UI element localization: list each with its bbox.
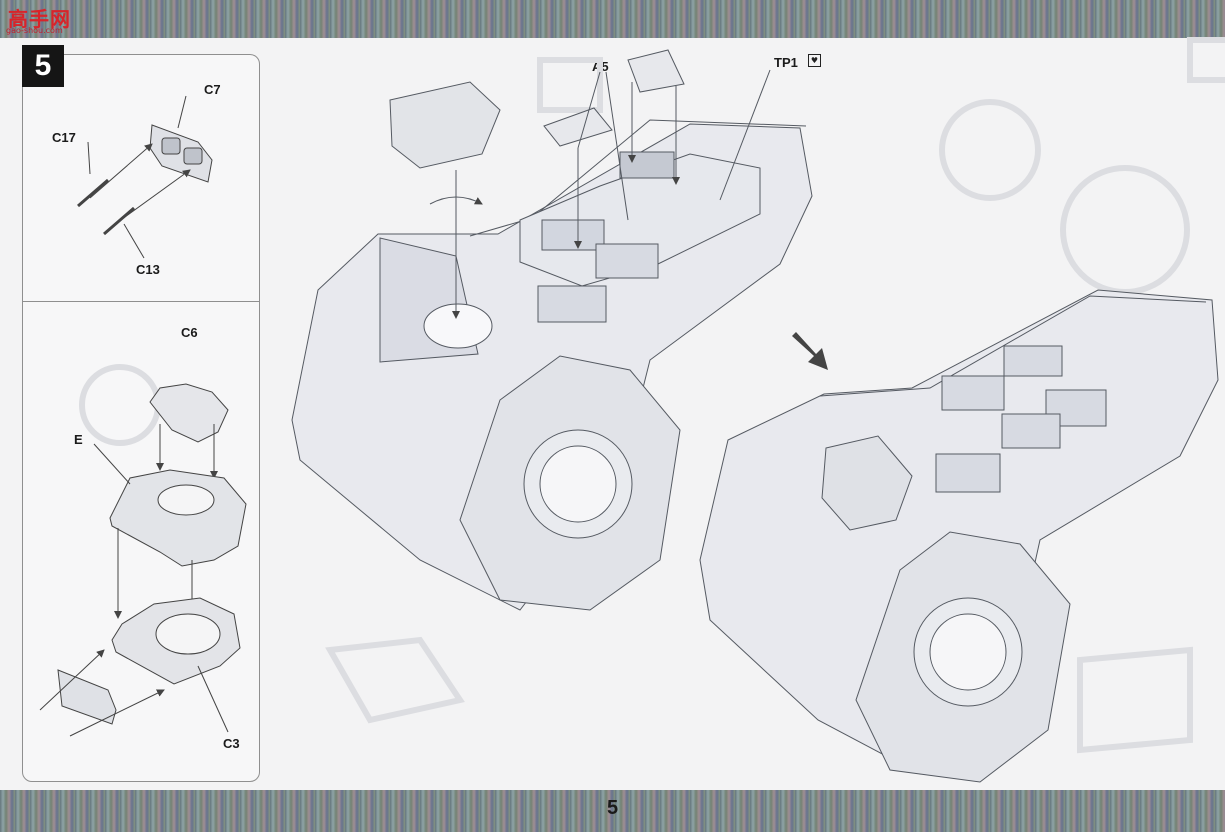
barrel-c7-c17-assembly — [77, 95, 213, 259]
callout-c17: C17 — [52, 130, 76, 145]
callout-c6: C6 — [181, 325, 198, 340]
top-color-band — [0, 0, 1225, 38]
photo-etch-icon: ♥ — [808, 54, 821, 67]
subassembly-divider — [22, 301, 259, 302]
callout-c13: C13 — [136, 262, 160, 277]
watermark-title: 高手网 — [8, 7, 71, 31]
hull-right-complete — [699, 289, 1219, 783]
turret-exploded-assembly — [39, 383, 247, 737]
callout-e: E — [74, 432, 83, 447]
watermark-subtitle: gao-shou.com — [6, 26, 63, 35]
direction-arrow — [792, 332, 828, 370]
watermark-logo: 高手网 gao-shou.com — [6, 3, 74, 35]
callout-c7: C7 — [204, 82, 221, 97]
page-number: 5 — [606, 797, 619, 819]
callout-tp1: TP1 — [774, 55, 798, 70]
step-number: 5 — [22, 45, 64, 87]
callout-c3: C3 — [223, 736, 240, 751]
bottom-color-band — [0, 790, 1225, 832]
hull-left-main — [291, 49, 813, 611]
